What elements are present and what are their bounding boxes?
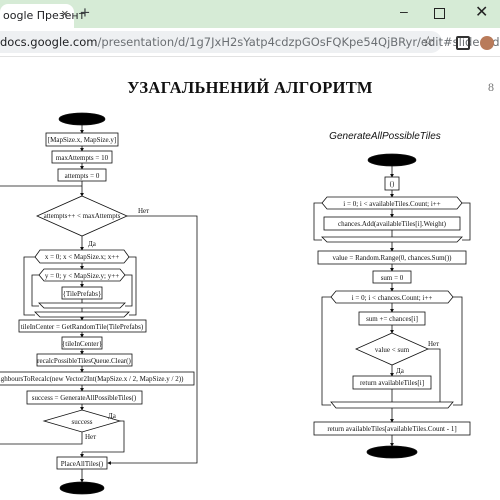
- loop-y-end: [38, 302, 126, 309]
- label-attempts-decision: attempts++ < maxAttempts: [44, 212, 121, 220]
- label-return-last: return availableTiles[availableTiles.Cou…: [327, 425, 456, 433]
- func-start-terminator: [367, 153, 417, 167]
- loop-available-end: [321, 236, 463, 243]
- label-input-mapsize: [MapSize.x, MapSize.y]: [48, 136, 116, 144]
- label-tile-output: {tileInCenter}: [62, 340, 102, 348]
- label-loop-y: y = 0; y < MapSize.y; y++: [45, 272, 119, 280]
- label-yes: Да: [88, 240, 97, 248]
- label-loop-available: i = 0; i < availableTiles.Count; i++: [343, 200, 440, 208]
- url-host: docs.google.com: [0, 35, 98, 49]
- label-neighbours: NeighboursToRecalc(new Vector2Int(MapSiz…: [0, 375, 184, 383]
- label-tile-prefabs: {TilePrefabs}: [63, 290, 102, 298]
- label-max-attempts: maxAttempts = 10: [56, 154, 109, 162]
- label-return-tile: return availableTiles[i]: [360, 379, 424, 387]
- label-loop-x: x = 0; x < MapSize.x; x++: [45, 253, 119, 261]
- avatar[interactable]: [480, 36, 494, 50]
- label-place-all-tiles: PlaceAllTiles(): [61, 460, 104, 468]
- maximize-icon[interactable]: [434, 8, 445, 19]
- label-yes-2: Да: [108, 412, 117, 420]
- label-attempts-init: attempts = 0: [65, 172, 100, 180]
- neighbours-recalc-block: [0, 371, 195, 386]
- url-field[interactable]: docs.google.com/presentation/d/1g7JxH2sY…: [0, 31, 500, 53]
- label-no: Нет: [138, 207, 149, 215]
- tab-title: oogle Презент: [3, 9, 86, 22]
- function-title: GenerateAllPossibleTiles: [329, 131, 441, 142]
- label-func-params: (): [390, 180, 395, 188]
- label-no-2: Нет: [85, 433, 96, 441]
- label-loop-chances: i = 0; i < chances.Count; i++: [352, 294, 433, 302]
- end-terminator: [59, 481, 105, 495]
- url-text: docs.google.com/presentation/d/1g7JxH2sY…: [0, 35, 500, 49]
- label-tile-in-center: tileInCenter = GetRandomTile(TilePrefabs…: [21, 323, 144, 331]
- slide-number: 8: [488, 80, 494, 94]
- start-terminator: [58, 112, 106, 126]
- puzzle-icon[interactable]: [456, 36, 470, 50]
- label-yes-right: Да: [396, 367, 405, 375]
- queue-clear-block: [36, 353, 133, 367]
- success-assign-block: [26, 390, 143, 405]
- slide-title: УЗАГАЛЬНЕНИЙ АЛГОРИТМ: [127, 78, 373, 97]
- label-no-right: Нет: [428, 340, 439, 348]
- minimize-icon[interactable]: –: [400, 3, 408, 19]
- func-end-terminator: [366, 445, 418, 459]
- tab-strip: oogle Презент × + – ✕: [0, 0, 500, 28]
- new-tab-icon[interactable]: +: [80, 3, 90, 22]
- tile-in-center-block: [18, 319, 147, 333]
- close-window-icon[interactable]: ✕: [475, 4, 489, 21]
- star-icon[interactable]: ☆: [422, 33, 435, 49]
- label-chances-add: chances.Add(availableTiles[i].Weight): [338, 220, 447, 228]
- loop-x-end: [34, 311, 130, 318]
- browser-tab[interactable]: oogle Презент ×: [0, 4, 85, 28]
- loop-chances-end: [330, 401, 454, 409]
- label-value-sum-decision: value < sum: [375, 346, 410, 354]
- label-success-decision: success: [72, 418, 93, 426]
- label-sum-add: sum += chances[i]: [366, 315, 418, 323]
- label-success-assign: success = GenerateAllPossibleTiles(): [32, 394, 137, 402]
- label-random-value: value = Random.Range(0, chances.Sum()): [332, 254, 452, 262]
- url-path: /presentation/d/1g7JxH2sYatp4cdzpGOsFQKp…: [97, 35, 500, 49]
- label-queue-clear: recalcPossibleTilesQueue.Clear(): [37, 357, 131, 365]
- close-tab-icon[interactable]: ×: [61, 6, 69, 21]
- address-bar: docs.google.com/presentation/d/1g7JxH2sY…: [0, 28, 500, 57]
- label-sum-init: sum = 0: [381, 274, 404, 282]
